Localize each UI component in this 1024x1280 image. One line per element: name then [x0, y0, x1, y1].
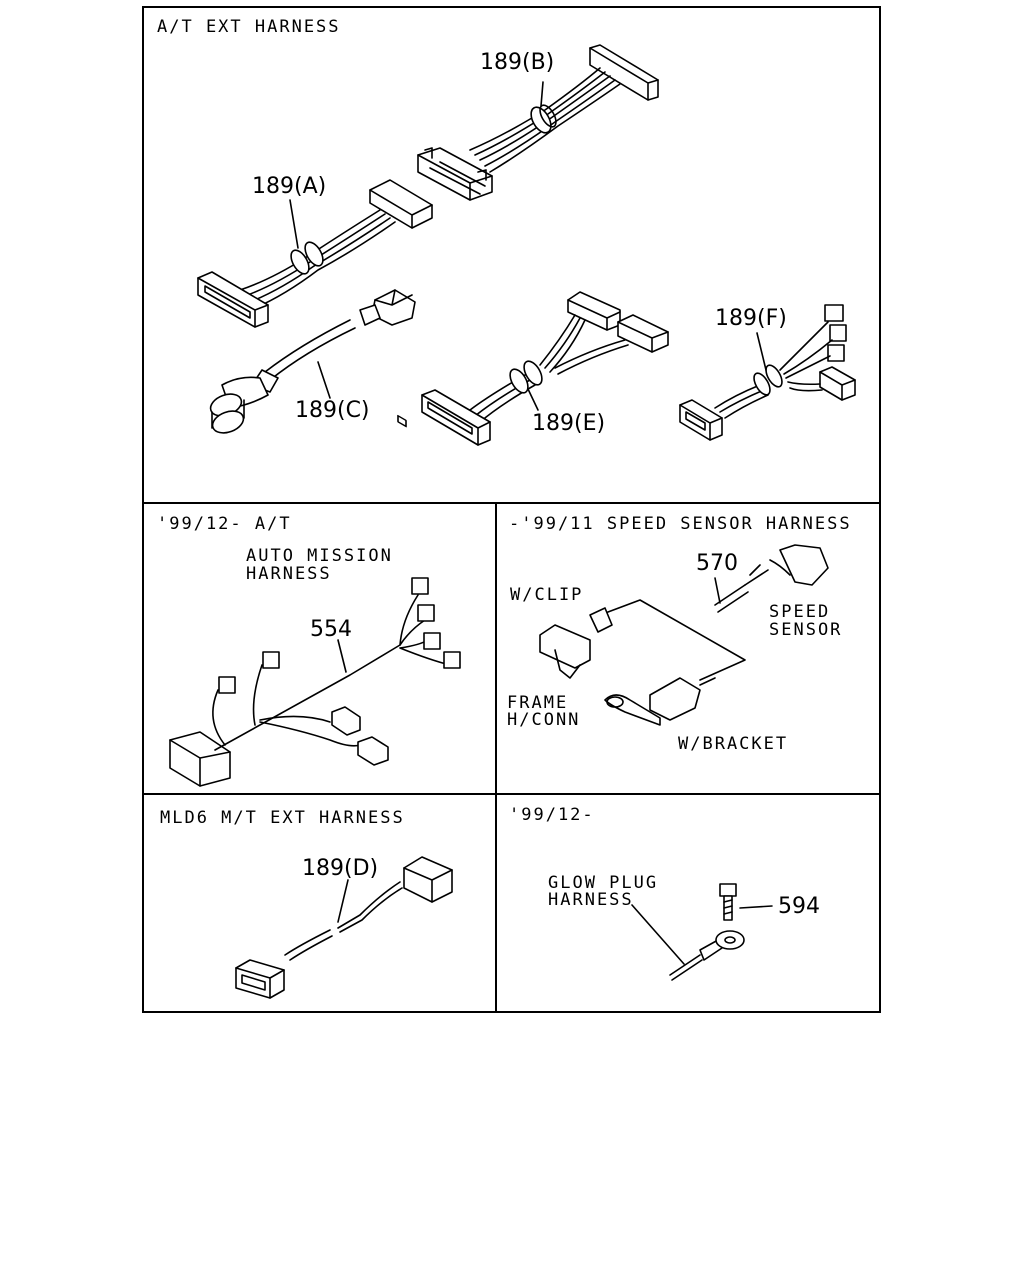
w-clip-label: W/CLIP: [510, 585, 584, 605]
part-label-189d: 189(D): [302, 856, 379, 881]
harness-189f-drawing: [679, 304, 856, 441]
part-label-570: 570: [696, 551, 738, 576]
glow-plug-harness-drawing: [631, 883, 773, 981]
w-bracket-label: W/BRACKET: [678, 734, 789, 754]
harness-554-drawing: [169, 577, 461, 787]
harness-189e-drawing: [421, 291, 669, 446]
part-label-189a: 189(A): [252, 174, 327, 199]
panel-title-speed-sensor-harness: -'99/11 SPEED SENSOR HARNESS: [509, 514, 852, 534]
panel-title-mld6-mt-ext-harness: MLD6 M/T EXT HARNESS: [160, 808, 405, 828]
harness-189c-drawing: [209, 289, 416, 434]
part-label-189f: 189(F): [715, 306, 787, 331]
auto-mission-caption-line2: HARNESS: [246, 564, 332, 584]
panel-title-99-12: '99/12-: [509, 805, 595, 825]
panel-title-99-12-at: '99/12- A/T: [157, 514, 292, 534]
frame-conn-label-line2: H/CONN: [507, 710, 581, 730]
part-label-594: 594: [778, 894, 820, 919]
frame-conn-label-line1: FRAME: [507, 693, 569, 713]
auto-mission-caption-line1: AUTO MISSION: [246, 546, 393, 566]
speed-sensor-label-line2: SENSOR: [769, 620, 843, 640]
part-label-189b: 189(B): [480, 50, 555, 75]
panel-title-at-ext-harness: A/T EXT HARNESS: [157, 17, 341, 37]
harness-189d-drawing: [235, 856, 453, 999]
harness-189a-drawing: [197, 179, 433, 428]
part-label-189e: 189(E): [532, 411, 606, 436]
panel-frame: [142, 6, 881, 1013]
glow-plug-caption-line1: GLOW PLUG: [548, 873, 659, 893]
glow-plug-caption-line2: HARNESS: [548, 890, 634, 910]
harness-189b-drawing: [417, 44, 659, 201]
speed-sensor-label-line1: SPEED: [769, 602, 831, 622]
part-label-554: 554: [310, 617, 352, 642]
part-label-189c: 189(C): [295, 398, 370, 423]
harness-570-drawing: [539, 544, 829, 726]
